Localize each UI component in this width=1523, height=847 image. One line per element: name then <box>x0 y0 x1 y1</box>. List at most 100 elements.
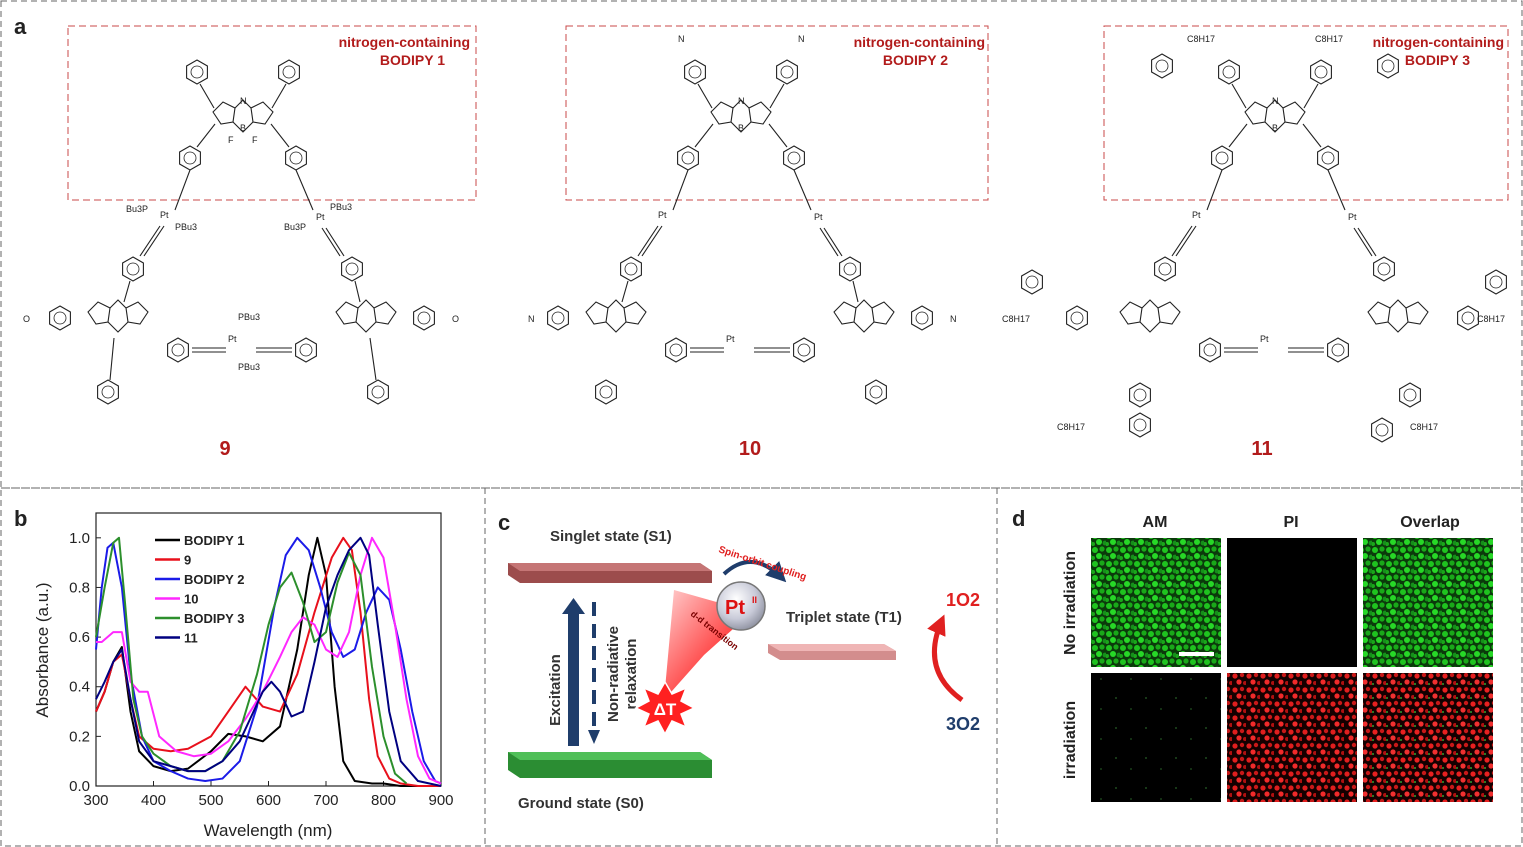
ligand-Bu3P-left: Bu3P <box>126 204 148 214</box>
atom-Pt-left: Pt <box>160 210 169 220</box>
atom-Pt-bottom: Pt <box>1260 334 1269 344</box>
atom-N-amine-right: N <box>798 34 805 44</box>
triplet-oxygen: 3O2 <box>946 714 980 734</box>
x-tick-label: 900 <box>428 792 453 809</box>
atom-Pt-bottom: Pt <box>228 334 237 344</box>
region-box <box>67 25 477 201</box>
excitation-arrow-shaft <box>568 612 579 746</box>
singlet-label: Singlet state (S1) <box>550 528 672 545</box>
region-box <box>565 25 989 201</box>
image-am-no-irradiation <box>1091 538 1221 667</box>
legend-label: BODIPY 3 <box>184 611 244 626</box>
col-header-overlap: Overlap <box>1400 514 1460 531</box>
molecule-label: 11 <box>1251 438 1272 460</box>
ground-slab <box>508 752 712 760</box>
y-tick-label: 0.6 <box>69 629 90 646</box>
x-tick-label: 600 <box>256 792 281 809</box>
ligand-Bu3P-right: Bu3P <box>284 222 306 232</box>
panel-c-letter: c <box>498 510 510 535</box>
legend-label: 10 <box>184 592 198 607</box>
row-label-irradiation: irradiation <box>1062 701 1079 779</box>
atom-N: N <box>1272 96 1279 106</box>
series-line-0 <box>95 536 441 787</box>
top-bodipy <box>174 59 314 211</box>
region-label-line1: nitrogen-containing <box>1373 34 1504 50</box>
nonrad-label-2: relaxation <box>623 639 640 710</box>
o2-arrow <box>927 614 964 703</box>
y-tick-label: 0.8 <box>69 579 90 596</box>
atom-B: B <box>1272 123 1278 133</box>
jablonski-diagram: Singlet state (S1) Triplet state (T1) Gr… <box>508 528 980 812</box>
molecule-label: 10 <box>739 438 761 460</box>
region-label-line2: BODIPY 1 <box>380 52 445 68</box>
panel-b-letter: b <box>14 506 27 531</box>
ligand-PBu3-right: PBu3 <box>330 202 352 212</box>
structure <box>1021 53 1507 443</box>
alkyl-C8H17-5: C8H17 <box>1057 422 1085 432</box>
singlet-slab <box>508 563 712 571</box>
excitation-arrow-head <box>562 598 585 614</box>
series-lines <box>95 536 442 787</box>
panel-a-letter: a <box>14 14 27 39</box>
alkyl-C8H17-2: C8H17 <box>1315 34 1343 44</box>
legend-label: 11 <box>184 631 198 646</box>
atom-N-amine-far-left: N <box>528 314 535 324</box>
col-header-am: AM <box>1143 514 1168 531</box>
image-pi-no-irradiation <box>1227 538 1357 667</box>
atom-Pt-right: Pt <box>316 212 325 222</box>
x-axis-title: Wavelength (nm) <box>204 821 333 840</box>
image-pi-irradiation <box>1227 673 1357 802</box>
atom-F1: F <box>228 135 234 145</box>
region-box <box>1103 25 1509 201</box>
alkyl-C8H17-6: C8H17 <box>1410 422 1438 432</box>
relaxation-arrow-head <box>588 730 600 744</box>
series-line-5 <box>95 536 442 787</box>
triplet-slab <box>768 644 896 651</box>
atom-O-left: O <box>23 314 30 324</box>
x-tick-label: 300 <box>83 792 108 809</box>
region-label-line2: BODIPY 3 <box>1405 52 1470 68</box>
ligand-PBu3-bottom-top: PBu3 <box>238 312 260 322</box>
region-label-line2: BODIPY 2 <box>883 52 948 68</box>
legend-label: BODIPY 1 <box>184 533 244 548</box>
row-label-no-irradiation: No irradiation <box>1062 551 1079 655</box>
legend-label: BODIPY 2 <box>184 572 244 587</box>
ligand-PBu3-left: PBu3 <box>175 222 197 232</box>
molecule-9: nitrogen-containing BODIPY 1 B N F F Pt … <box>23 25 477 460</box>
atom-N: N <box>240 96 247 106</box>
atom-Pt-right: Pt <box>1348 212 1357 222</box>
pt-sphere <box>716 581 766 631</box>
alkyl-C8H17-1: C8H17 <box>1187 34 1215 44</box>
y-tick-label: 0.2 <box>69 728 90 745</box>
atom-Pt-right: Pt <box>814 212 823 222</box>
heat-label: ΔT <box>654 700 677 719</box>
pt-oxidation-state: II <box>752 595 757 605</box>
y-tick-label: 1.0 <box>69 530 90 547</box>
y-tick-label: 0.4 <box>69 679 90 696</box>
x-tick-label: 400 <box>141 792 166 809</box>
col-header-pi: PI <box>1283 514 1298 531</box>
alkyl-C8H17-3: C8H17 <box>1002 314 1030 324</box>
atom-Pt-left: Pt <box>658 210 667 220</box>
frame-bonds <box>49 225 435 405</box>
image-am-irradiation <box>1091 673 1221 802</box>
triplet-label: Triplet state (T1) <box>786 609 902 626</box>
ligand-PBu3-bottom-bot: PBu3 <box>238 362 260 372</box>
nonrad-label-1: Non-radiative <box>605 626 622 722</box>
region-label-line1: nitrogen-containing <box>854 34 985 50</box>
atom-Pt-left: Pt <box>1192 210 1201 220</box>
x-tick-label: 500 <box>198 792 223 809</box>
image-overlap-irradiation <box>1363 673 1493 802</box>
atom-N-amine-left: N <box>678 34 685 44</box>
y-axis-title: Absorbance (a.u.) <box>33 582 52 717</box>
panel-bcd-frame <box>0 487 1523 847</box>
x-tick-label: 800 <box>371 792 396 809</box>
atom-O-right: O <box>452 314 459 324</box>
atom-F2: F <box>252 135 258 145</box>
heat-star <box>634 680 696 736</box>
panel-a-frame <box>0 0 1523 489</box>
